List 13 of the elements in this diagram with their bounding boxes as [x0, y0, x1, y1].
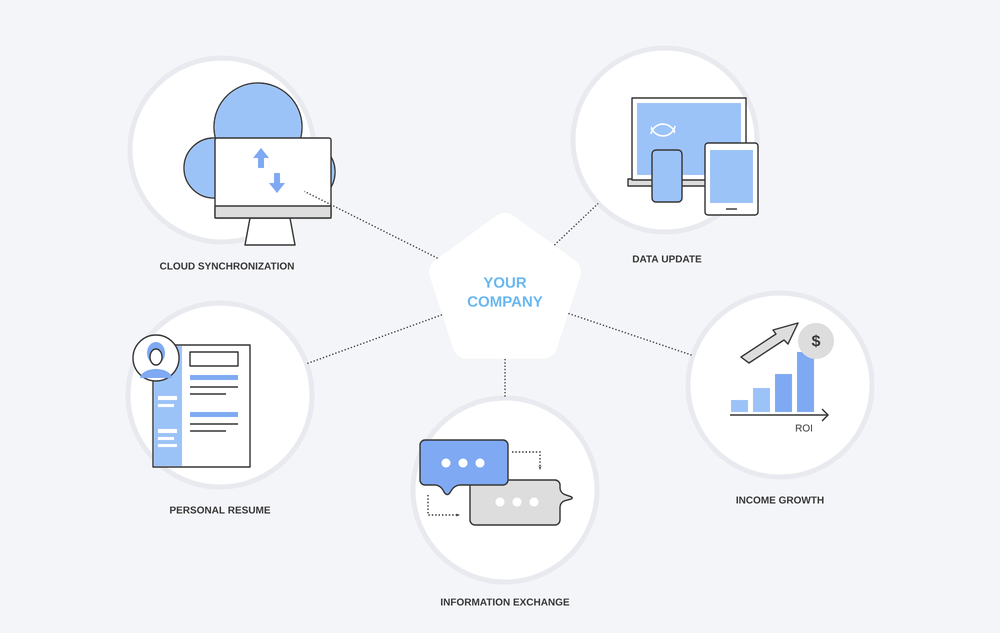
node-label: DATA UPDATE [632, 256, 702, 262]
connector [304, 190, 438, 259]
node-label: PERSONAL RESUME [170, 506, 270, 514]
connector [554, 203, 599, 246]
connector [306, 314, 442, 364]
node-label: INCOME GROWTH [736, 496, 824, 504]
connector [568, 312, 693, 356]
node-label: CLOUD SYNCHRONIZATION [160, 262, 294, 270]
dollar-sign: $ [812, 334, 820, 348]
connector [504, 358, 506, 398]
node-label: INFORMATION EXCHANGE [441, 598, 570, 606]
axis-label: ROI [796, 424, 812, 432]
pentagon: YOUR COMPANY [429, 212, 581, 359]
